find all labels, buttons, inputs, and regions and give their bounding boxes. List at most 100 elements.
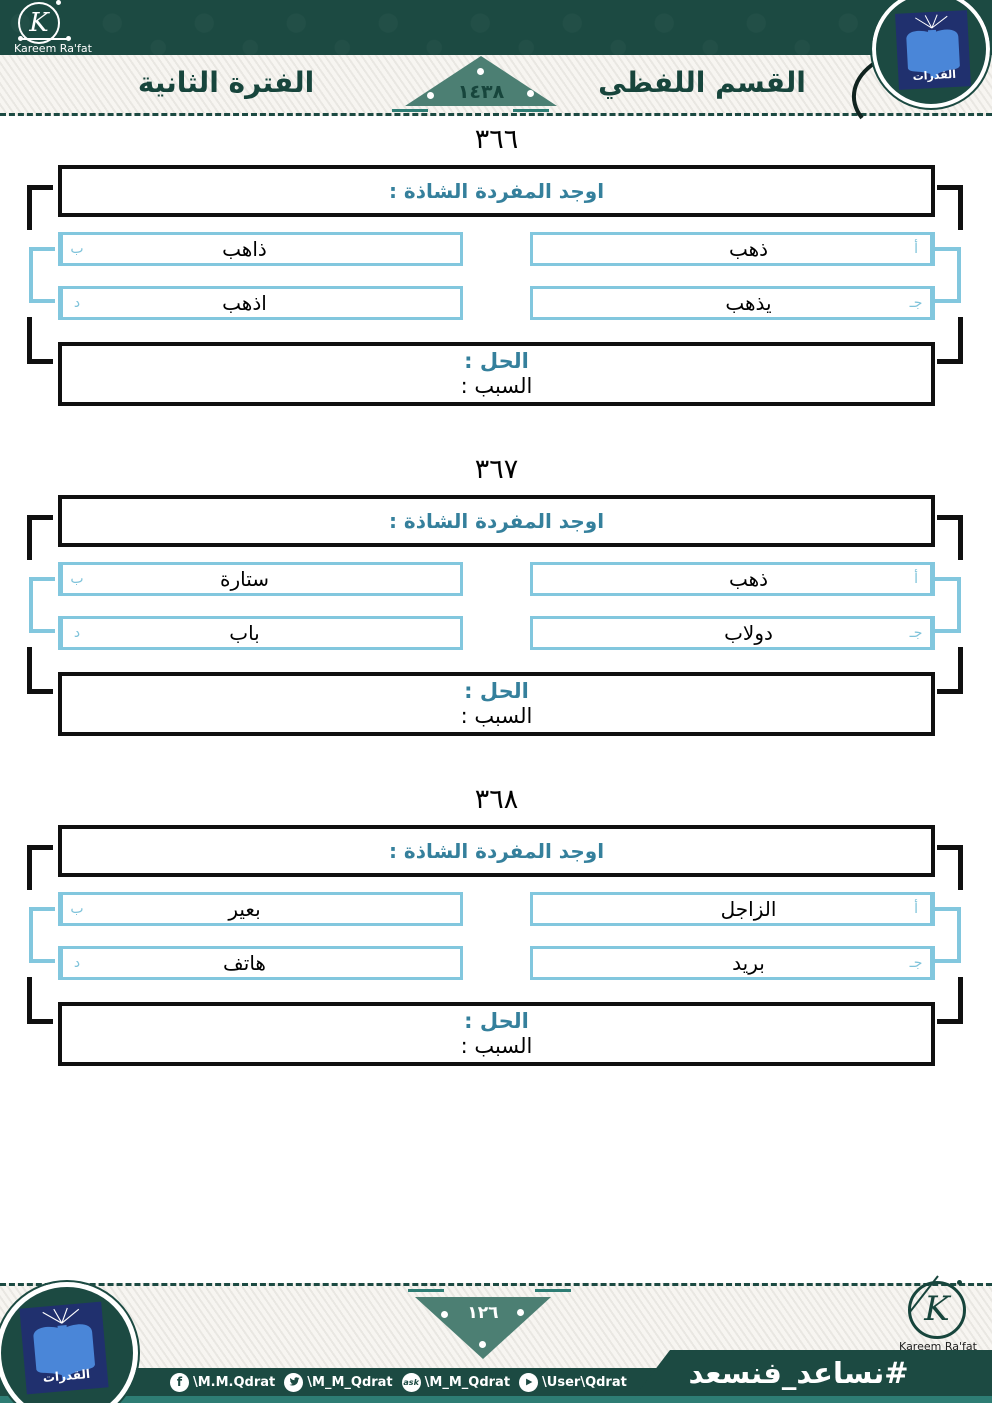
triangle-dot xyxy=(479,1341,486,1348)
kareem-logo: K Kareem Ra'fat xyxy=(14,0,134,55)
facebook-icon: f xyxy=(170,1372,189,1392)
social-item-facebook: f \M.M.Qdrat xyxy=(170,1372,276,1392)
qudurat-logo-footer: القدرات xyxy=(0,1280,140,1403)
option-bracket xyxy=(935,907,961,963)
option-text: ذهب xyxy=(728,237,769,261)
connector-bracket xyxy=(27,845,53,890)
underline-mark xyxy=(408,1289,444,1292)
ask-icon: ask xyxy=(401,1372,421,1392)
kareem-logo-footer: K xyxy=(908,1275,966,1339)
option-text: يذهب xyxy=(725,291,772,315)
option-box-a: ذهب أ xyxy=(530,562,935,596)
option-box-b: بعير ب xyxy=(58,892,463,926)
connector-bracket xyxy=(937,185,963,230)
option-label: جـ xyxy=(902,619,932,647)
question-block: ٣٦٨ اوجد المفردة الشاذة : الزاجل أ بعير … xyxy=(27,784,963,1066)
year-label: ١٤٣٨ xyxy=(457,81,505,103)
option-text: بريد xyxy=(732,951,765,975)
header-band xyxy=(0,0,992,55)
option-text: اذهب xyxy=(222,291,267,315)
connector-bracket xyxy=(937,647,963,694)
period-title: الفترة الثانية xyxy=(137,66,315,99)
option-text: دولاب xyxy=(724,621,773,645)
hashtag-banner: #نساعد_فنسعد xyxy=(635,1350,992,1396)
option-box-b: ذاهب ب xyxy=(58,232,463,266)
social-handle: \M_M_Qdrat xyxy=(424,1374,511,1390)
connector-bracket xyxy=(27,185,53,230)
option-box-j: يذهب جـ xyxy=(530,286,935,320)
logo-dot xyxy=(56,0,61,5)
option-text: ستارة xyxy=(219,567,270,591)
underline-mark xyxy=(392,109,428,112)
option-text: الزاجل xyxy=(720,897,777,921)
book-logo-icon: القدرات xyxy=(19,1301,109,1395)
social-item-twitter: \M_M_Qdrat xyxy=(284,1372,393,1392)
connector-bracket xyxy=(937,845,963,890)
logo-swoosh xyxy=(852,60,878,120)
question-number: ٣٦٧ xyxy=(474,454,519,485)
question-block: ٣٦٧ اوجد المفردة الشاذة : ذهب أ ستارة ب … xyxy=(27,454,963,736)
option-box-d: هاتف د xyxy=(58,946,463,980)
option-bracket xyxy=(29,247,55,303)
option-box-d: اذهب د xyxy=(58,286,463,320)
option-label: جـ xyxy=(902,949,932,977)
triangle-dot xyxy=(477,68,484,75)
social-handle: \M.M.Qdrat xyxy=(193,1374,276,1390)
connector-bracket xyxy=(27,977,53,1024)
bottom-accent-bar xyxy=(0,1396,992,1403)
connector-bracket xyxy=(937,977,963,1024)
connector-bracket xyxy=(937,515,963,560)
twitter-icon xyxy=(284,1372,304,1392)
triangle-dot xyxy=(527,90,534,97)
option-text: بعير xyxy=(228,897,261,921)
brand-name-left: Kareem Ra'fat xyxy=(14,42,92,55)
k-letter: K xyxy=(924,1289,950,1329)
question-block: ٣٦٦ اوجد المفردة الشاذة : ذهب أ ذاهب ب ي… xyxy=(27,124,963,406)
social-item-youtube: \User\Qdrat xyxy=(519,1372,627,1392)
option-label: أ xyxy=(902,895,932,923)
prompt-label: اوجد المفردة الشاذة : xyxy=(388,179,605,203)
option-box-d: باب د xyxy=(58,616,463,650)
solution-label: الحل : xyxy=(464,1009,529,1033)
option-box-b: ستارة ب xyxy=(58,562,463,596)
logo-dot xyxy=(18,36,23,41)
section-title: القسم اللفظي xyxy=(598,66,806,99)
solution-bar: الحل : السبب : xyxy=(58,1002,935,1066)
option-label: جـ xyxy=(902,289,932,317)
prompt-bar: اوجد المفردة الشاذة : xyxy=(58,825,935,877)
hashtag-label: #نساعد_فنسعد xyxy=(688,1356,909,1390)
connector-bracket xyxy=(27,515,53,560)
social-row: f \M.M.Qdrat \M_M_Qdrat ask \M_M_Qdrat \… xyxy=(170,1368,627,1396)
youtube-icon xyxy=(519,1372,539,1392)
triangle-dot xyxy=(441,1311,448,1318)
option-label: ب xyxy=(61,895,91,923)
prompt-label: اوجد المفردة الشاذة : xyxy=(388,509,605,533)
option-bracket xyxy=(935,577,961,633)
connector-bracket xyxy=(937,317,963,364)
triangle-dot xyxy=(517,1309,524,1316)
option-box-j: بريد جـ xyxy=(530,946,935,980)
option-bracket xyxy=(29,577,55,633)
option-box-a: ذهب أ xyxy=(530,232,935,266)
connector-bracket xyxy=(27,647,53,694)
solution-bar: الحل : السبب : xyxy=(58,672,935,736)
page-number: ١٢٦ xyxy=(467,1303,499,1323)
option-bracket xyxy=(29,907,55,963)
question-number: ٣٦٨ xyxy=(474,784,519,815)
option-label: أ xyxy=(902,235,932,263)
reason-label: السبب : xyxy=(460,704,533,728)
option-box-j: دولاب جـ xyxy=(530,616,935,650)
logo-dot xyxy=(957,1280,962,1285)
social-item-ask: ask \M_M_Qdrat xyxy=(401,1372,511,1392)
prompt-bar: اوجد المفردة الشاذة : xyxy=(58,165,935,217)
solution-label: الحل : xyxy=(464,349,529,373)
triangle-dot xyxy=(427,92,434,99)
option-text: ذهب xyxy=(728,567,769,591)
qudurat-logo-header: القدرات xyxy=(870,0,992,110)
prompt-bar: اوجد المفردة الشاذة : xyxy=(58,495,935,547)
option-label: د xyxy=(61,289,91,317)
reason-label: السبب : xyxy=(460,374,533,398)
option-label: د xyxy=(61,949,91,977)
question-number: ٣٦٦ xyxy=(474,124,519,155)
